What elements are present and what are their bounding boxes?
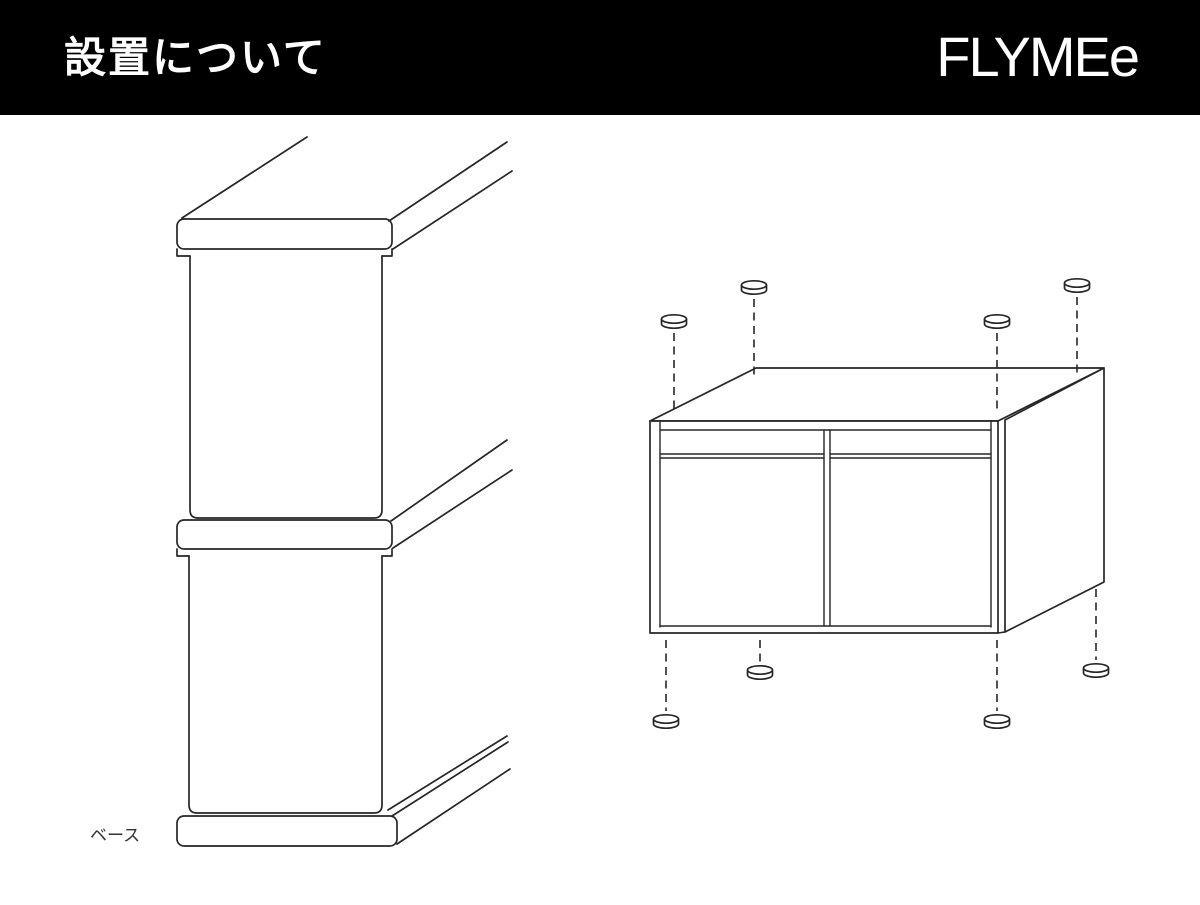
base-back-top-diagonal bbox=[387, 735, 508, 811]
top-rail-lower-diagonal bbox=[392, 170, 513, 250]
spacer-peg-top-front-right bbox=[983, 313, 1011, 330]
base-front-top-diagonal bbox=[391, 741, 509, 817]
cabinet-bottom-edge-connector bbox=[997, 631, 1006, 634]
header-bar: 設置について FLYMEe bbox=[0, 0, 1200, 115]
middle-cap-right-notch bbox=[381, 548, 393, 557]
top-rail-back-edge-line bbox=[181, 136, 308, 219]
lower-box bbox=[188, 555, 383, 814]
upper-box bbox=[189, 255, 383, 519]
cabinet-diagram bbox=[649, 277, 1110, 730]
base-bottom-diagonal bbox=[396, 768, 511, 845]
page-title: 設置について bbox=[64, 33, 327, 81]
middle-rail-upper-diagonal bbox=[390, 439, 508, 522]
spacer-peg-bottom-back-left bbox=[746, 664, 774, 681]
top-cap-left-notch bbox=[176, 248, 191, 257]
middle-rail-cap bbox=[176, 519, 393, 550]
cabinet-side-face bbox=[1004, 367, 1105, 633]
stacked-column-diagram: ベース bbox=[90, 136, 513, 847]
spacer-peg-bottom-back-right bbox=[1082, 662, 1110, 679]
top-rail-upper-diagonal bbox=[388, 141, 508, 222]
base-rail bbox=[176, 815, 398, 847]
spacer-peg-top-front-left bbox=[660, 313, 688, 330]
spacer-peg-bottom-front-right bbox=[983, 713, 1011, 730]
top-cap-right-notch bbox=[381, 248, 393, 257]
spacer-peg-bottom-front-left bbox=[652, 713, 680, 730]
middle-rail-lower-diagonal bbox=[392, 469, 513, 549]
middle-cap-left-notch bbox=[176, 548, 190, 557]
brand-logo: FLYMEe bbox=[936, 24, 1140, 88]
base-label: ベース bbox=[90, 826, 140, 845]
instruction-diagram: ベース bbox=[0, 115, 1200, 900]
top-rail-cap bbox=[176, 218, 393, 250]
spacer-peg-top-back-left bbox=[740, 279, 768, 296]
spacer-peg-top-back-right bbox=[1063, 277, 1091, 294]
